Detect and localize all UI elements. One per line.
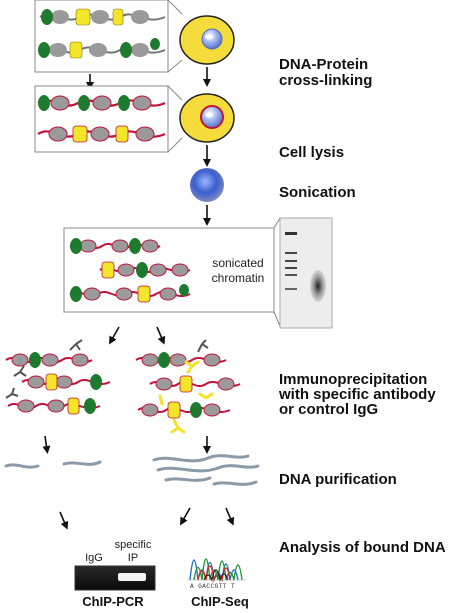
chip-pcr-gel: IgG specific IP xyxy=(74,539,156,591)
ip-label-line3: or control IgG xyxy=(279,401,378,418)
cell-lysis-label: Cell lysis xyxy=(279,144,344,161)
chromatin-strand xyxy=(38,38,166,59)
chip-seq-chromatogram: A GACCGTT T xyxy=(188,558,246,590)
chromatin-strand xyxy=(39,8,166,26)
native-chromatin-panel xyxy=(34,0,169,73)
crosslinked-strand xyxy=(37,125,166,143)
cell-icon xyxy=(179,15,235,65)
ladder-band xyxy=(285,260,297,262)
sonicated-label-line1: sonicated xyxy=(212,256,263,270)
igg-antibody-icon xyxy=(69,339,83,351)
sonication-gel-image xyxy=(279,217,333,329)
sonicated-chromatin-panel: sonicated chromatin xyxy=(63,227,275,313)
ladder-band xyxy=(285,288,297,290)
specific-lane-label-line2: IP xyxy=(128,552,138,564)
crosslinking-label-line2: cross-linking xyxy=(279,72,372,89)
yellow-protein-icon xyxy=(75,8,91,26)
igg-purified-dna xyxy=(4,460,102,469)
green-protein-icon xyxy=(41,9,53,25)
ip-label-line1: Immunoprecipitation xyxy=(279,371,427,388)
chromatin-smear xyxy=(310,270,326,302)
crosslinked-chromatin-panel xyxy=(34,85,169,153)
specific-antibody-icon xyxy=(184,360,200,374)
igg-lane-label: IgG xyxy=(85,552,103,564)
chip-seq-label: ChIP-Seq xyxy=(191,594,249,609)
specific-lane-label-line1: specific xyxy=(115,539,152,551)
crosslinked-strand xyxy=(37,95,166,111)
igg-ip-chromatin xyxy=(5,339,111,415)
sonication-label: Sonication xyxy=(279,184,356,201)
ip-label-line2: with specific antibody xyxy=(278,386,436,403)
arrow-icon xyxy=(109,326,120,345)
sequence-letters: A GACCGTT T xyxy=(190,583,235,590)
arrow-icon xyxy=(42,435,51,454)
ladder-band xyxy=(285,274,297,276)
analysis-label: Analysis of bound DNA xyxy=(279,539,446,556)
chip-pcr-label: ChIP-PCR xyxy=(82,594,144,609)
dna-purification-label: DNA purification xyxy=(279,471,397,488)
sonication-blob-icon xyxy=(190,168,224,202)
ladder-band xyxy=(285,232,297,235)
ladder-band xyxy=(285,252,297,254)
pcr-band xyxy=(118,573,146,581)
sonicated-label-line2: chromatin xyxy=(212,271,265,285)
crosslinking-label-line1: DNA-Protein xyxy=(279,56,368,73)
crosslinked-cell-icon xyxy=(179,93,235,143)
arrow-icon xyxy=(180,507,191,526)
specific-ip-chromatin xyxy=(135,339,241,434)
specific-purified-dna xyxy=(152,454,260,486)
arrow-icon xyxy=(59,511,69,530)
ladder-band xyxy=(285,267,297,269)
arrow-icon xyxy=(156,326,166,345)
arrow-icon xyxy=(225,507,235,526)
